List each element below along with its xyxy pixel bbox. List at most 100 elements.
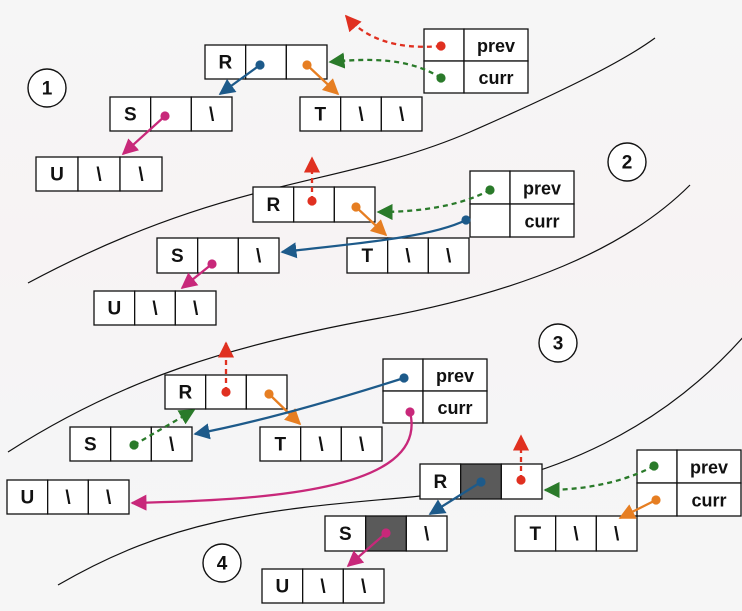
step-4-curr-arrow	[618, 498, 657, 520]
step-4-node-u-null-2: \	[361, 577, 367, 598]
step-3-node-t-cell-2	[340, 426, 383, 462]
step-4-node-t-cell-1	[555, 515, 597, 552]
step-1-node-u-cell-2	[119, 156, 163, 192]
step-4-node-u-label: U	[275, 577, 289, 598]
step-1-node-t: T \ \	[299, 96, 423, 132]
step-2-s-left-arrow	[180, 263, 213, 290]
step-2-node-s-label: S	[171, 246, 184, 267]
step-1-node-s-label: S	[124, 105, 137, 126]
step-1-pointers-prev-label: prev	[477, 36, 515, 56]
step-2-node-t-label: T	[362, 246, 374, 267]
step-divider-2	[7, 184, 691, 453]
step-1-s-left-arrow	[121, 115, 166, 156]
step-2-node-u: U \ \	[93, 290, 217, 326]
step-4-node-u-cell-2	[342, 568, 385, 604]
step-1-r-left-arrow	[218, 64, 261, 95]
step-3-node-s: S\	[69, 426, 193, 462]
step-2-node-u-null-1: \	[152, 299, 158, 320]
step-2-node-s-cell-1	[197, 237, 239, 274]
step-2-node-r: R	[252, 186, 376, 223]
step-2-pointers-curr-cell	[509, 203, 575, 238]
step-4-node-s: S\	[324, 515, 448, 552]
step-1-node-r: R	[204, 44, 328, 80]
arrow-layer	[121, 14, 661, 568]
step-1-node-t-cell-1	[340, 96, 382, 132]
step-1-node-u-null-2: \	[138, 165, 144, 186]
step-4-node-s-cell-2	[405, 515, 448, 552]
step-3-pointers-prev-cell	[422, 358, 488, 392]
node-layer: 1RS\T\\U\\prevcurr2RS\T\\U\\prevcurr3RS\…	[6, 28, 742, 604]
step-4-pointers-curr-label: curr	[691, 491, 726, 511]
step-4-node-u-cell-0	[261, 568, 304, 604]
step-1-r-right-arrow	[306, 64, 340, 96]
step-3-node-s-null-2: \	[169, 435, 175, 456]
step-1-node-s-cell-0	[109, 96, 152, 132]
step-1-node-u-cell-1	[77, 156, 121, 192]
step-3-node-t-null-1: \	[318, 435, 324, 456]
step-4-node-t-null-1: \	[573, 524, 579, 545]
step-2-badge-label: 2	[622, 153, 633, 174]
step-1-node-u: U\\	[35, 156, 163, 192]
step-4-node-s-null-2: \	[424, 524, 430, 545]
step-2-badge: 2	[607, 142, 647, 182]
step-3-badge-label: 3	[553, 334, 564, 355]
step-3-node-r-cell-0	[164, 374, 207, 410]
step-1-badge-label: 1	[42, 79, 53, 100]
step-2-node-t-cell-2	[427, 237, 470, 274]
step-1-node-t-null-2: \	[399, 105, 405, 126]
step-3-node-r-label: R	[178, 383, 192, 404]
step-4-badge-label: 4	[217, 554, 228, 575]
step-4-node-t: T\\	[514, 515, 638, 552]
step-2-node-u-label: U	[107, 299, 121, 320]
step-2-node-u-cell-0	[93, 290, 136, 326]
step-4-badge: 4	[202, 543, 242, 583]
step-4-node-s-label: S	[339, 524, 352, 545]
step-1-node-u-label: U	[50, 165, 64, 186]
step-2-r-right-arrow	[355, 206, 388, 237]
step-2-node-t-cell-1	[387, 237, 429, 274]
step-2-node-u-null-2: \	[193, 299, 199, 320]
step-3-node-s-label: S	[84, 435, 97, 456]
step-divider-3	[57, 337, 742, 586]
step-3-node-t-label: T	[275, 435, 287, 456]
step-3-pointers-curr-slot	[382, 390, 424, 424]
step-1-node-t-cell-2	[380, 96, 423, 132]
step-4-node-t-cell-2	[595, 515, 638, 552]
step-1-node-t-label: T	[315, 105, 327, 126]
step-2-node-t-null-1: \	[405, 246, 411, 267]
step-3-node-u: U\\	[6, 479, 130, 515]
step-2-node-r-label: R	[266, 195, 280, 216]
step-3-node-t-null-2: \	[359, 435, 365, 456]
step-dividers	[7, 37, 742, 586]
step-1-node-s-cell-2	[190, 96, 233, 132]
step-4-node-t-null-2: \	[614, 524, 620, 545]
step-4-node-u-cell-1	[302, 568, 344, 604]
step-3-badge: 3	[538, 323, 578, 363]
step-2-node-u-cell-1	[134, 290, 176, 326]
step-2-pointers-curr-label: curr	[524, 212, 559, 232]
step-3-node-u-null-2: \	[106, 488, 112, 509]
step-2-prev-arrow	[376, 188, 491, 221]
step-2-node-s: S\	[156, 237, 280, 274]
step-1-pointers-curr-label: curr	[478, 68, 513, 88]
step-divider-1	[27, 37, 656, 284]
step-3-node-u-cell-1	[47, 479, 89, 515]
step-1-node-t-null-1: \	[358, 105, 364, 126]
step-3-node-u-cell-2	[87, 479, 130, 515]
step-2-node-t-null-2: \	[446, 246, 452, 267]
step-4-pointers-curr-cell	[676, 482, 742, 517]
step-1-prev-arrow	[344, 14, 442, 48]
step-1-pointers: prev curr	[423, 28, 529, 94]
step-3-node-t: T \ \	[259, 426, 383, 462]
step-1-node-s: S\	[109, 96, 233, 132]
step-3-node-u-cell-0	[6, 479, 49, 515]
step-4-r-left-arrow	[428, 481, 482, 515]
step-4-pointers-prev-cell	[676, 449, 742, 484]
step-1-node-t-cell-0	[299, 96, 342, 132]
step-3-pointers-prev-label: prev	[436, 366, 474, 386]
step-2-node-s-cell-0	[156, 237, 199, 274]
